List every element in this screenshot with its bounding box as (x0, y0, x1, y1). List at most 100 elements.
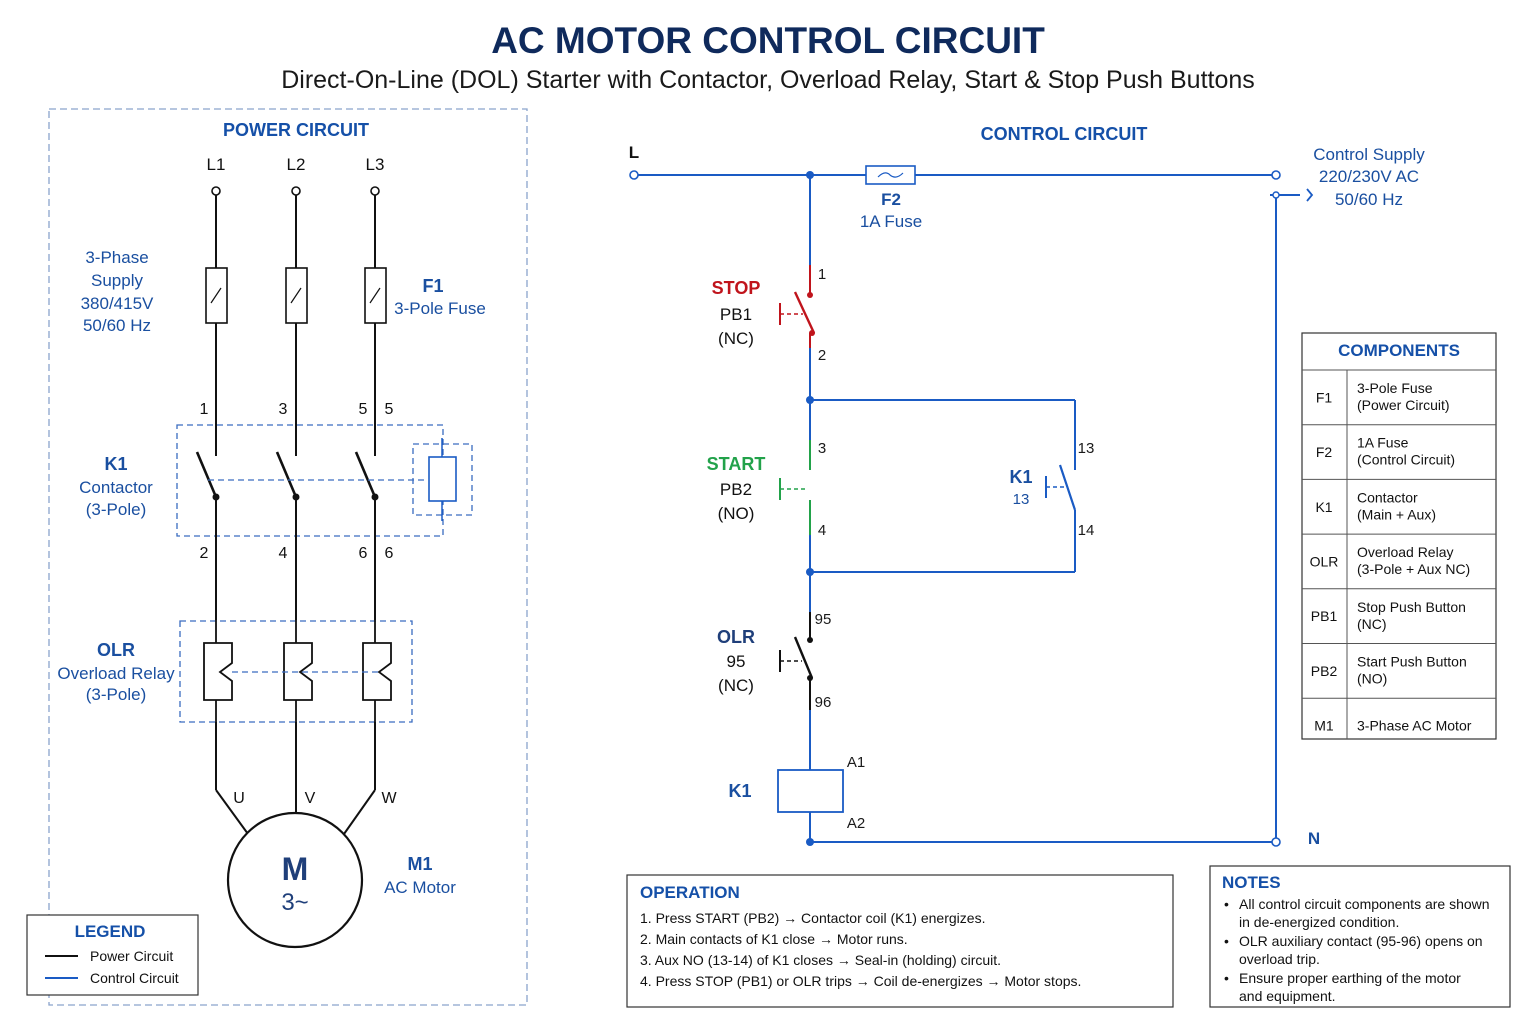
stop-label: STOP (712, 278, 761, 298)
supply-line-3: 380/415V (81, 294, 154, 313)
component-desc-detail: (3-Pole + Aux NC) (1357, 561, 1470, 577)
component-desc: 1A Fuse (1357, 435, 1409, 451)
aux-term-13: 13 (1078, 440, 1095, 457)
supply-line-1: 3-Phase (85, 248, 148, 267)
component-desc-detail: (Main + Aux) (1357, 506, 1436, 522)
motor-term-w: W (381, 790, 397, 807)
contactor-coil-symbol (428, 438, 457, 521)
component-desc: 3-Phase AC Motor (1357, 718, 1472, 734)
notes-item-3-line-1: Ensure proper earthing of the motor (1239, 970, 1461, 986)
components-table: COMPONENTS F13-Pole Fuse(Power Circuit)F… (1301, 332, 1497, 740)
stop-term-1: 1 (818, 266, 826, 283)
page-title: AC MOTOR CONTROL CIRCUIT (491, 20, 1045, 61)
supply-line-4: 50/60 Hz (83, 316, 151, 335)
fuse-f1-tag: F1 (422, 276, 443, 296)
legend: LEGEND Power Circuit Control Circuit (26, 914, 199, 996)
olr-control-num: 95 (727, 652, 746, 671)
components-title: COMPONENTS (1338, 341, 1460, 360)
component-tag: PB1 (1311, 608, 1338, 624)
component-desc-detail: (NC) (1357, 616, 1387, 632)
notes-item-1-line-2: in de-energized condition. (1239, 914, 1399, 930)
operation-step-4: 4. Press STOP (PB1) or OLR trips → Coil … (640, 973, 1081, 989)
control-supply-line-3: 50/60 Hz (1335, 190, 1403, 209)
fuse-f2-tag: F2 (881, 190, 901, 209)
operation-step-3: 3. Aux NO (13-14) of K1 closes → Seal-in… (640, 952, 1001, 968)
notes-bullet-2: • (1224, 933, 1229, 949)
aux-term-14: 14 (1078, 522, 1095, 539)
coil-term-a1: A1 (847, 754, 865, 771)
power-circuit-heading: POWER CIRCUIT (223, 120, 369, 140)
coil-term-a2: A2 (847, 815, 865, 832)
motor-wires (215, 722, 376, 835)
notes-box: NOTES • All control circuit components a… (1209, 865, 1511, 1008)
fuse-f1 (205, 267, 387, 324)
components-row: PB1 Stop Push Button(NC) (1302, 588, 1496, 632)
aux-k1-sub: 13 (1013, 491, 1030, 508)
component-desc: Stop Push Button (1357, 599, 1466, 615)
component-desc-detail: (Power Circuit) (1357, 397, 1450, 413)
component-tag: OLR (1310, 553, 1339, 569)
contactor-term-6b: 6 (385, 545, 394, 562)
start-button-pb2 (779, 440, 811, 535)
stop-button-pb1 (779, 265, 816, 348)
phase-wires (211, 186, 380, 456)
motor-symbol-m: M (282, 851, 309, 887)
contactor-term-5b: 5 (385, 401, 394, 418)
contactor-k1-poles: (3-Pole) (86, 500, 146, 519)
motor-term-v: V (305, 790, 316, 807)
contactor-term-4: 4 (279, 545, 288, 562)
stop-type: (NC) (718, 329, 754, 348)
contactor-k1-contacts (195, 451, 428, 620)
olr-aux-contact (779, 612, 814, 710)
motor-symbol-phase: 3~ (281, 889, 308, 916)
coil-k1-tag: K1 (728, 781, 751, 801)
component-desc: Overload Relay (1357, 544, 1454, 560)
k1-aux-contact (1045, 464, 1077, 511)
control-supply-label: Control Supply 220/230V AC 50/60 Hz (1313, 145, 1425, 209)
components-rows: F1 3-Pole Fuse(Power Circuit) F2 1A Fuse(Co… (1302, 380, 1496, 734)
motor-m1-desc: AC Motor (384, 878, 456, 897)
legend-power-label: Power Circuit (90, 948, 173, 964)
control-circuit-heading: CONTROL CIRCUIT (981, 124, 1148, 144)
olr-control-type: (NC) (718, 676, 754, 695)
contactor-term-3: 3 (279, 401, 288, 418)
k1-coil-symbol (777, 769, 844, 813)
stop-term-2: 2 (818, 347, 826, 364)
olr-power-poles: (3-Pole) (86, 685, 146, 704)
component-desc: 3-Pole Fuse (1357, 380, 1433, 396)
operation-box: OPERATION 1. Press START (PB2) → Contact… (626, 874, 1174, 1008)
component-tag: K1 (1315, 499, 1332, 515)
component-desc-detail: (Control Circuit) (1357, 452, 1455, 468)
contactor-k1-tag: K1 (104, 454, 127, 474)
motor-m1-symbol (226, 811, 364, 949)
motor-term-u: U (233, 790, 245, 807)
phase-label-l2: L2 (287, 155, 306, 174)
component-tag: F1 (1316, 389, 1333, 405)
operation-step-2: 2. Main contacts of K1 close → Motor run… (640, 931, 908, 947)
phase-labels: L1 L2 L3 (207, 155, 385, 174)
contactor-term-1: 1 (200, 401, 209, 418)
start-type: (NO) (718, 504, 755, 523)
legend-title: LEGEND (75, 922, 146, 941)
control-supply-line-2: 220/230V AC (1319, 167, 1419, 186)
component-tag: PB2 (1311, 663, 1338, 679)
fuse-f2-desc: 1A Fuse (860, 212, 922, 231)
component-tag: F2 (1316, 444, 1333, 460)
stop-tag: PB1 (720, 305, 752, 324)
contactor-k1-name: Contactor (79, 478, 153, 497)
notes-bullet-1: • (1224, 896, 1229, 912)
component-desc: Start Push Button (1357, 654, 1467, 670)
components-row: F1 3-Pole Fuse(Power Circuit) (1316, 380, 1450, 413)
supply-label: 3-Phase Supply 380/415V 50/60 Hz (81, 248, 154, 335)
page-subtitle: Direct-On-Line (DOL) Starter with Contac… (281, 66, 1255, 94)
terminal-l2 (291, 186, 301, 196)
olr-term-95: 95 (815, 611, 832, 628)
line-label-l: L (629, 143, 639, 162)
components-row: OLR Overload Relay(3-Pole + Aux NC) (1302, 533, 1496, 577)
control-wires (629, 170, 1314, 847)
start-label: START (707, 454, 766, 474)
phase-label-l1: L1 (207, 155, 226, 174)
operation-title: OPERATION (640, 883, 740, 902)
